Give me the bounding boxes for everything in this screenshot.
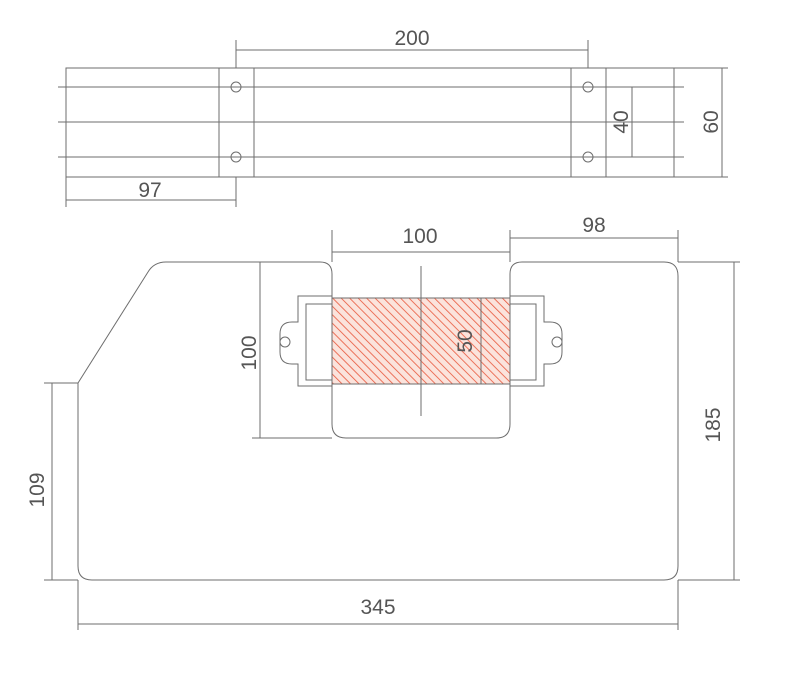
dim-label-345: 345 (360, 596, 395, 619)
right-clamp-inner (510, 303, 537, 381)
bolt-hole-icon (230, 81, 242, 93)
bolt-hole-icon (582, 81, 594, 93)
dim-label-97: 97 (138, 179, 161, 202)
dim-label-60: 60 (700, 110, 723, 133)
bolt-hole-icon (230, 151, 242, 163)
dimension-labels: 200 97 40 60 100 98 100 50 109 185 345 (26, 27, 725, 619)
front-view (44, 230, 740, 630)
top-view (58, 40, 728, 207)
left-clamp-inner (305, 303, 332, 381)
pin-hole-icon (551, 336, 563, 348)
dim-label-50: 50 (454, 329, 477, 352)
dim-label-109: 109 (26, 472, 49, 507)
dim-label-200: 200 (394, 27, 429, 50)
bolt-hole-icon (582, 151, 594, 163)
dim-label-100-depth: 100 (238, 335, 261, 370)
dim-label-185: 185 (702, 407, 725, 442)
pin-hole-icon (279, 336, 291, 348)
dim-label-100-width: 100 (402, 225, 437, 248)
dim-label-98: 98 (582, 214, 605, 237)
dim-label-40: 40 (610, 110, 633, 133)
